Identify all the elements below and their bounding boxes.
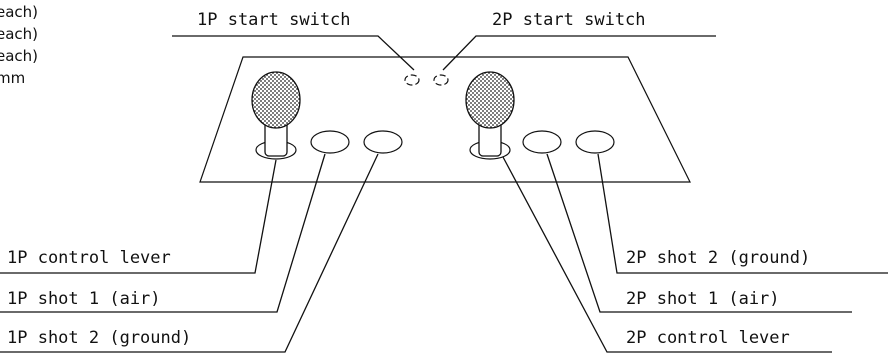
p1-shot2-button <box>363 130 403 154</box>
p2-start-switch <box>433 74 449 86</box>
p1-shot1-leader <box>0 153 326 313</box>
p2-lever-leader <box>502 156 832 353</box>
side-note-3: each) <box>0 47 38 65</box>
p1-lever-leader <box>0 159 277 274</box>
p2-shot2-button <box>575 130 615 154</box>
p2-start-label: 2P start switch <box>492 10 646 30</box>
p2-shot1-label: 2P shot 1 (air) <box>626 289 780 309</box>
p1-joystick <box>251 71 301 160</box>
side-note-2: each) <box>0 25 38 43</box>
p1-shot2-leader <box>0 153 379 353</box>
p2-lever-label: 2P control lever <box>626 328 790 348</box>
p1-start-leader <box>172 35 415 71</box>
p2-shot1-button <box>522 130 562 154</box>
p1-shot1-button <box>310 130 350 154</box>
p2-shot1-leader <box>546 153 852 313</box>
p1-start-switch <box>404 74 420 86</box>
p2-joystick <box>465 71 515 160</box>
p2-shot2-label: 2P shot 2 (ground) <box>626 248 810 268</box>
side-notes: each) each) each) mm <box>0 3 38 87</box>
p2-shot2-leader <box>597 153 888 274</box>
side-note-4: mm <box>0 69 25 87</box>
p1-shot1-label: 1P shot 1 (air) <box>7 289 161 309</box>
p2-start-leader <box>442 35 716 71</box>
p1-shot2-label: 1P shot 2 (ground) <box>7 328 191 348</box>
p1-lever-label: 1P control lever <box>7 248 171 268</box>
side-note-1: each) <box>0 3 38 21</box>
p1-start-label: 1P start switch <box>197 10 351 30</box>
control-panel-outline <box>199 56 691 183</box>
